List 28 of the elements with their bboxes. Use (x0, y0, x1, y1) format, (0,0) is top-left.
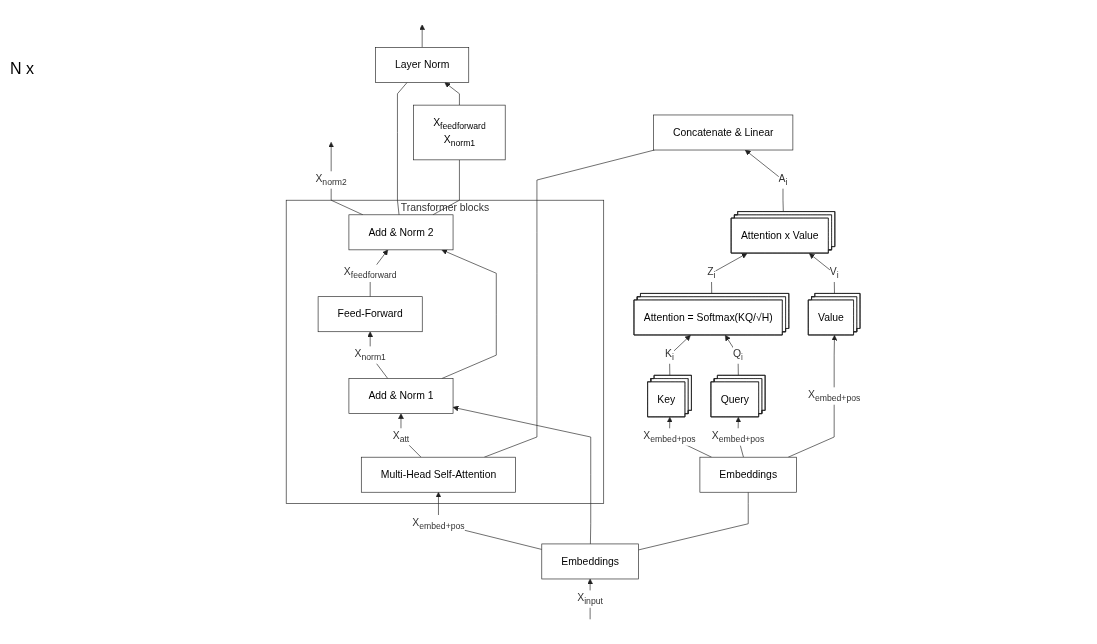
node-box: Feed-Forward (318, 296, 423, 333)
edge-label: A$_{i}$ (778, 173, 788, 187)
node-box: Embeddings (699, 456, 798, 493)
node-box: Add & Norm 2 (348, 214, 454, 251)
node-box: Layer Norm (375, 47, 470, 83)
edge-label: X$_{embed+pos}$ (808, 389, 861, 403)
edge-label: X$_{norm2}$ (315, 173, 348, 187)
edge-label: X$_{norm1}$ (354, 348, 387, 363)
edge-label: X$_{embed+pos}$ (712, 430, 765, 444)
connector (638, 491, 749, 551)
node-box: Multi-Head Self-Attention (361, 456, 517, 493)
node-box: Concatenate & Linear (653, 114, 794, 151)
node-box: X$_{feedforward}$ X$_{norm1}$ (413, 104, 506, 161)
node-box: Embeddings (541, 543, 639, 580)
edge-label: X$_{att}$ (392, 430, 410, 444)
edge-label: Q$_{i}$ (733, 348, 744, 363)
edge-label: X$_{input}$ (577, 592, 604, 607)
edge-label: Z$_{i}$ (707, 266, 716, 281)
connector (484, 149, 656, 458)
repeat-count-label: N x (10, 60, 34, 78)
edge-label: K$_{i}$ (665, 348, 675, 363)
edge-label: X$_{embed+pos}$ (643, 430, 696, 444)
edge-label: X$_{embed+pos}$ (412, 516, 465, 531)
edge-label: X$_{feedforward}$ (344, 266, 397, 281)
connector (432, 159, 460, 216)
edge-label: V$_{i}$ (829, 266, 839, 281)
node-box: Add & Norm 1 (348, 378, 454, 414)
connector (397, 82, 408, 216)
